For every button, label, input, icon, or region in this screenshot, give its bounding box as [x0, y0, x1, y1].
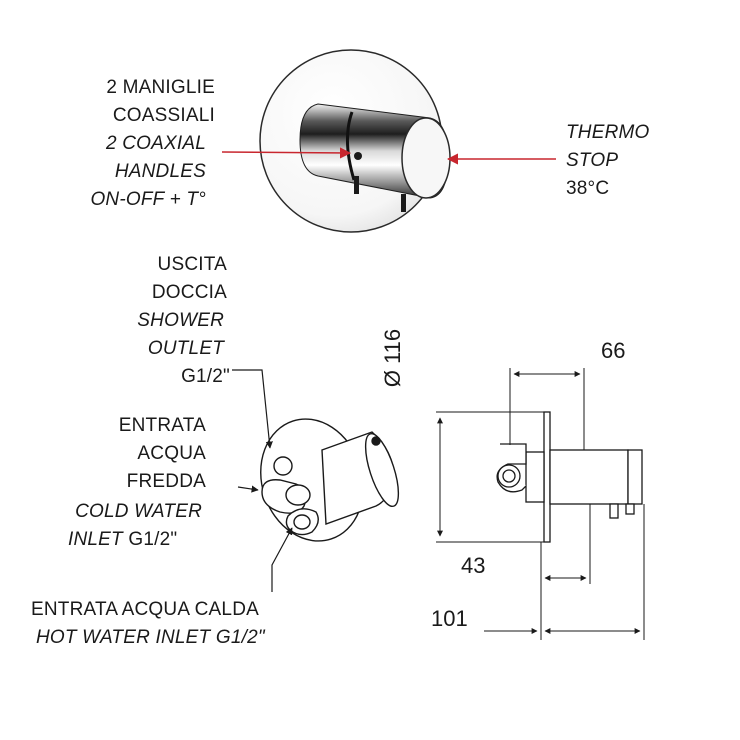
dimension-43: 43 [461, 553, 486, 578]
handles-label-function: ON-OFF + T° [90, 189, 206, 210]
thermo-handle-cap [401, 117, 451, 199]
dimension-66: 66 [601, 338, 626, 363]
side-wall-plate [543, 411, 551, 543]
handles-label-it-2: COASSIALI [112, 105, 215, 126]
shower-label-en-2: OUTLET [147, 338, 224, 359]
cold-label-it-1: ENTRATA [118, 415, 206, 436]
cold-label-it-3: FREDDA [126, 471, 206, 492]
shower-outlet-boss [273, 456, 293, 476]
shower-label-en-1: SHOWER [137, 310, 224, 331]
cold-label-it-2: ACQUA [137, 443, 206, 464]
handle-pin [401, 194, 406, 212]
handles-label-en-2: HANDLES [114, 161, 206, 182]
cold-label-en-2: INLET [68, 529, 123, 550]
product-photo [259, 49, 451, 233]
handle-pin [354, 176, 359, 194]
shower-label-it-1: USCITA [157, 254, 227, 275]
thermo-label-temp: 38°C [566, 178, 610, 199]
side-thermo-cap [627, 449, 643, 505]
hot-inlet-pointer [271, 527, 293, 592]
shower-outlet-pointer [232, 369, 273, 449]
cold-label-size: G1/2" [128, 529, 178, 550]
handles-label-it-1: 2 MANIGLIE [106, 77, 215, 98]
cold-label-en-1: COLD WATER [75, 501, 202, 522]
side-handle-body [549, 449, 629, 505]
side-rear-body [525, 451, 545, 503]
dimension-lines [436, 368, 645, 640]
handles-pointer [221, 147, 352, 159]
dimension-101: 101 [431, 606, 468, 631]
shower-label-size: G1/2" [181, 366, 230, 387]
handles-label-en-1: 2 COAXIAL [105, 133, 206, 154]
dimension-diameter: Ø 116 [380, 328, 406, 388]
thermo-label-2: STOP [566, 150, 619, 171]
shower-label-it-2: DOCCIA [151, 282, 227, 303]
thermo-label-1: THERMO [566, 122, 650, 143]
hot-label-it: ENTRATA ACQUA CALDA [31, 599, 259, 620]
cold-inlet-pointer [237, 485, 259, 493]
hot-label-en: HOT WATER INLET G1/2" [36, 627, 265, 648]
rear-view-drawing [260, 418, 400, 542]
cold-label-en-2-row: INLET G1/2" [68, 527, 177, 553]
side-view-drawing [496, 411, 643, 543]
